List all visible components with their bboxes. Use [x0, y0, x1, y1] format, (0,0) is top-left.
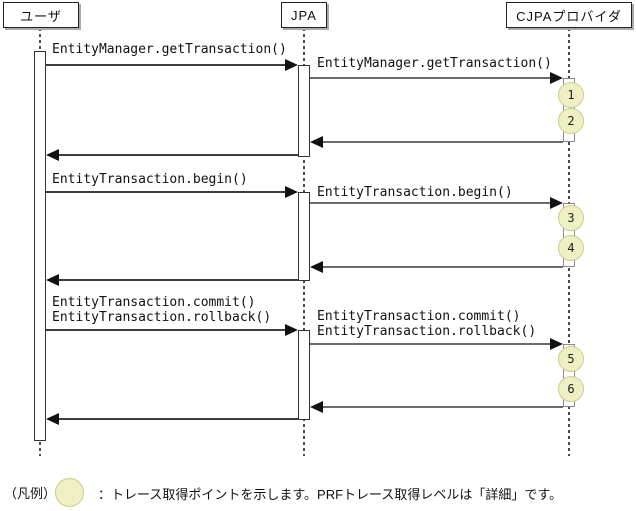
arrowhead-icon [285, 324, 298, 336]
message-line [321, 406, 563, 408]
message-label: EntityTransaction.begin() [317, 185, 513, 200]
actor-box-jpa: JPA [281, 2, 327, 28]
actor-label: JPA [291, 7, 317, 23]
legend: （凡例） ：トレース取得ポイントを示します。PRFトレース取得レベルは「詳細」で… [0, 476, 636, 510]
arrowhead-icon [550, 72, 563, 84]
actor-box-cjpa: CJPAプロバイダ [506, 2, 632, 28]
actor-label: ユーザ [20, 8, 62, 24]
arrowhead-icon [310, 136, 323, 148]
legend-label: （凡例） [4, 486, 57, 501]
legend-trace-point-icon [55, 478, 84, 507]
trace-point-3: 3 [558, 205, 584, 231]
message-line [321, 141, 563, 143]
message-label: EntityTransaction.commit() [52, 295, 256, 310]
arrowhead-icon [285, 186, 298, 198]
message-line [46, 64, 287, 66]
trace-point-1: 1 [558, 82, 584, 108]
arrowhead-icon [310, 261, 323, 273]
message-line [310, 77, 552, 79]
arrowhead-icon [550, 197, 563, 209]
arrowhead-icon [285, 59, 298, 71]
message-label: EntityTransaction.commit() [317, 309, 521, 324]
trace-point-6: 6 [558, 376, 584, 402]
activation-bar-jpa [298, 192, 310, 281]
activation-bar-jpa [298, 65, 310, 157]
message-line [57, 418, 298, 420]
message-line [46, 329, 287, 331]
message-line [57, 279, 298, 281]
actor-box-user: ユーザ [3, 2, 79, 28]
message-label: EntityTransaction.rollback() [317, 324, 537, 339]
activation-bar-jpa [298, 330, 310, 420]
message-label: EntityManager.getTransaction() [317, 56, 552, 71]
arrowhead-icon [46, 274, 59, 286]
legend-text: ：トレース取得ポイントを示します。PRFトレース取得レベルは「詳細」です。 [98, 487, 563, 502]
message-line [321, 266, 563, 268]
arrowhead-icon [550, 338, 563, 350]
trace-point-4: 4 [558, 235, 584, 261]
message-label: EntityTransaction.rollback() [52, 310, 272, 325]
message-line [310, 202, 552, 204]
actor-label: CJPAプロバイダ [516, 8, 622, 24]
message-line [310, 343, 552, 345]
message-line [46, 191, 287, 193]
trace-point-5: 5 [558, 346, 584, 372]
arrowhead-icon [310, 401, 323, 413]
message-label: EntityManager.getTransaction() [52, 42, 287, 57]
trace-point-2: 2 [558, 108, 584, 134]
message-line [57, 154, 298, 156]
message-label: EntityTransaction.begin() [52, 172, 248, 187]
arrowhead-icon [46, 149, 59, 161]
activation-bar-user [34, 51, 46, 441]
arrowhead-icon [46, 413, 59, 425]
